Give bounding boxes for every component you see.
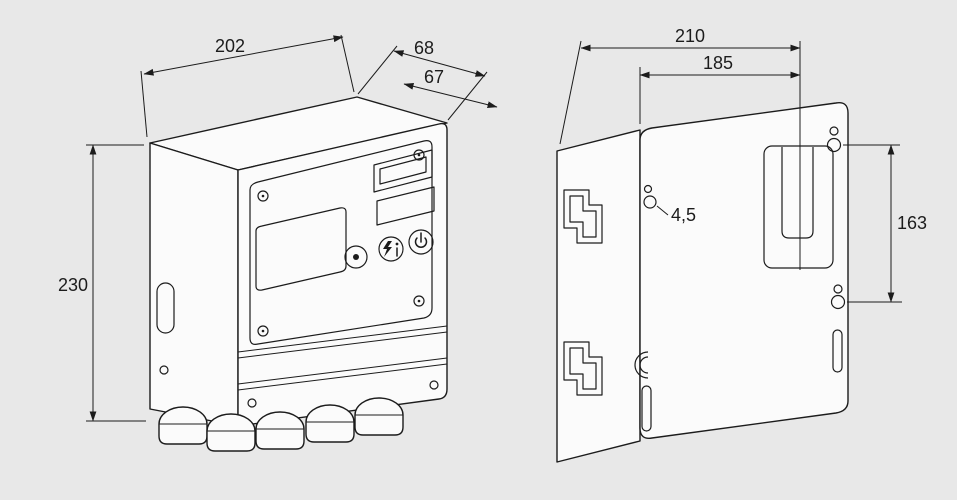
housing-seams [237,325,448,391]
corner-screw [257,325,269,337]
info-dot [395,242,399,246]
slot-bottom-right [832,329,843,373]
cable-gland [206,413,256,452]
dim-label-185: 185 [703,53,733,73]
housing-side-face [149,142,239,427]
lcd-screen [255,207,347,291]
reset-dot-icon [353,254,359,260]
dimension-front-height: 230 [58,144,146,422]
dim-label-230: 230 [58,275,88,295]
display-screen [379,156,427,185]
keyhole-top-right [826,126,842,153]
rear-back-face [639,102,849,439]
front-door-panel [249,140,433,345]
display-window [373,149,433,193]
callout-hole-diameter: 4,5 [656,205,696,225]
slot-bottom-left [641,385,652,432]
door-screws [257,149,425,337]
flash-icon [383,241,392,257]
dimension-front-depth-total: 68 [357,38,488,121]
dimension-rear-mounting-height: 163 [843,144,927,303]
lower-screw [429,380,439,390]
mounting-clip [563,341,603,396]
power-button [408,229,434,255]
dimension-rear-width-overall: 210 [559,26,801,270]
power-icon [414,237,428,249]
lower-screw [247,398,257,408]
side-screw [159,365,169,375]
cable-gland [354,397,404,436]
corner-screw [413,295,425,307]
hook-bottom-left [634,351,649,379]
cable-glands [158,397,404,452]
keyhole-mid-right [830,284,846,310]
flash-info-button [378,236,404,262]
bracket-cutout [763,145,834,269]
reset-button [344,245,368,269]
dim-label-67: 67 [424,67,444,87]
dimension-rear-mounting-width: 185 [639,53,801,124]
dimension-front-width: 202 [140,34,355,138]
dim-label-163: 163 [897,213,927,233]
screw-dot [261,194,265,198]
rear-side-face [556,129,641,463]
screw-dot [261,329,265,333]
dimension-front-depth-housing: 67 [403,67,498,109]
rear-view: 210 185 4,5 163 [556,26,927,463]
dim-label-202: 202 [215,36,245,56]
housing-front-face [237,122,448,427]
keyhole-top-left [643,184,657,209]
screw-dot [417,153,421,157]
mounting-clip [563,189,603,244]
corner-screw [257,190,269,202]
dim-label-210: 210 [675,26,705,46]
dim-label-4-5: 4,5 [671,205,696,225]
label-window [376,186,435,226]
front-view: 202 68 67 230 [58,34,498,452]
screw-dot [417,299,421,303]
cable-gland [158,406,208,445]
side-vent-slot [156,282,175,334]
cable-gland [255,411,305,450]
dim-label-68: 68 [414,38,434,58]
cable-gland [305,404,355,443]
